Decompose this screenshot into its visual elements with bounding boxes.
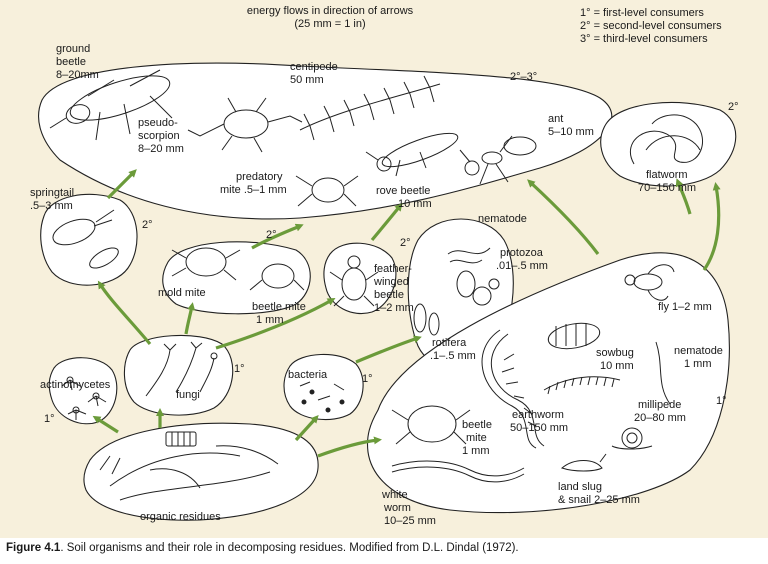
- arrow-decomposers-to-flatworm: [702, 182, 721, 271]
- level-mites: 2°: [266, 229, 277, 241]
- level-actinomycetes: 1°: [44, 413, 55, 425]
- white-worm-sketch: [391, 460, 525, 483]
- caption-text: . Soil organisms and their role in decom…: [60, 542, 519, 554]
- protozoa-sketch: [456, 270, 500, 306]
- actinomycetes-sketch: [61, 376, 107, 420]
- level-flatworm: 2°: [728, 101, 739, 113]
- springtail-sketch: [52, 209, 119, 269]
- arrow-feather-beetle-to-top: [370, 202, 403, 242]
- pseudoscorpion-sketch: [187, 97, 303, 153]
- arrow-residue-to-bacteria: [294, 415, 319, 442]
- slug-snail-sketch: [560, 427, 653, 472]
- level-top-blob: 2°–3°: [510, 71, 537, 83]
- legend-first-level: 1° = first-level consumers: [580, 7, 704, 19]
- predatory-mite-sketch: [295, 175, 359, 207]
- label-predatory-mite: predatory mite .5–1 mm: [220, 171, 287, 196]
- arrow-fungi-to-springtail: [97, 280, 152, 346]
- label-beetle-mite-small: beetle mite 1 mm: [252, 301, 309, 326]
- fungi-sketch: [145, 341, 218, 397]
- label-fly: fly 1–2 mm: [658, 301, 712, 313]
- diagram-title-line1: energy flows in direction of arrows: [247, 5, 414, 17]
- label-rove-beetle: rove beetle 10 mm: [376, 185, 434, 210]
- beetle-mite-large-sketch: [391, 405, 471, 445]
- label-ant: ant 5–10 mm: [548, 113, 594, 138]
- flatworm-blob: [600, 101, 737, 187]
- flatworm-sketch: [629, 114, 704, 165]
- level-fungi: 1°: [234, 363, 245, 375]
- fly-sketch: [624, 264, 675, 301]
- label-earthworm: earthworm 50–150 mm: [510, 409, 568, 434]
- label-sowbug: sowbug 10 mm: [596, 347, 637, 372]
- rotifera-sketch: [413, 303, 440, 336]
- diagram-title-line2: (25 mm = 1 in): [294, 18, 365, 30]
- nematode-right-sketch: [655, 341, 671, 405]
- sowbug-sketch: [547, 322, 601, 350]
- label-flatworm: flatworm 70–150 mm: [638, 169, 696, 194]
- millipede-sketch: [543, 376, 621, 395]
- residue-blob: [83, 422, 319, 521]
- arrow-residue-to-decomposers: [317, 436, 382, 458]
- label-protozoa: protozoa .01–.5 mm: [496, 247, 548, 272]
- arrow-fungi-to-feather-beetle: [215, 298, 336, 350]
- label-feather-winged-beetle: feather- winged beetle 1–2 mm: [373, 263, 415, 314]
- label-centipede: centipede 50 mm: [290, 61, 341, 86]
- label-land-slug-snail: land slug & snail 2–25 mm: [558, 481, 640, 506]
- arrow-decomposers-to-top: [527, 179, 600, 255]
- label-ground-beetle: ground beetle 8–20mm: [56, 43, 99, 81]
- legend-second-level: 2° = second-level consumers: [580, 20, 722, 32]
- ant-sketch: [459, 135, 537, 185]
- feather-winged-beetle-sketch: [329, 255, 379, 307]
- label-rotifera: rotifera .1–.5 mm: [430, 337, 476, 362]
- top-predator-blob: [38, 62, 613, 220]
- centipede-sketch: [299, 75, 441, 141]
- level-springtail: 2°: [142, 219, 153, 231]
- arrow-springtail-to-top: [106, 169, 137, 200]
- label-organic-residues: organic residues: [140, 511, 221, 523]
- label-beetle-mite-large: beetle mite 1 mm: [462, 419, 495, 457]
- label-white-worm: white worm 10–25 mm: [381, 489, 436, 527]
- level-feather-beetle: 2°: [400, 237, 411, 249]
- level-decomposers: 1°: [716, 395, 727, 407]
- organic-residue-sketch: [99, 431, 279, 501]
- springtail-blob: [40, 193, 138, 286]
- mold-mite-sketch: [171, 247, 241, 281]
- beetle-mite-small-sketch: [249, 263, 305, 291]
- arrow-residue-to-actinomycetes: [92, 415, 119, 434]
- figure-number: Figure 4.1: [6, 542, 61, 554]
- arrow-millipede-to-flatworm: [675, 178, 692, 215]
- arrow-fungi-to-mites: [184, 302, 196, 335]
- decomposer-blob: [366, 252, 730, 514]
- arrow-bacteria-to-microfauna: [355, 335, 422, 364]
- ground-beetle-sketch: [49, 69, 173, 141]
- rove-beetle-sketch: [365, 132, 459, 177]
- soil-food-web-diagram: energy flows in direction of arrows (25 …: [30, 5, 739, 527]
- label-nematode-right: nematode 1 mm: [674, 345, 726, 370]
- label-springtail: springtail .5–3 mm: [30, 187, 77, 212]
- legend-third-level: 3° = third-level consumers: [580, 33, 708, 45]
- label-fungi: fungi: [176, 389, 200, 401]
- figure-caption: Figure 4.1. Soil organisms and their rol…: [6, 542, 519, 554]
- mites-blob: [162, 241, 311, 315]
- label-actinomycetes: actinomycetes: [40, 379, 111, 391]
- label-pseudoscorpion: pseudo- scorpion 8–20 mm: [138, 117, 184, 155]
- fungi-blob: [123, 334, 234, 416]
- nematode-top-sketch: [447, 247, 491, 264]
- feather-beetle-blob: [323, 242, 397, 315]
- level-bacteria: 1°: [362, 373, 373, 385]
- bacteria-blob: [283, 353, 364, 421]
- label-nematode-top: nematode: [478, 213, 527, 225]
- label-mold-mite: mold mite: [158, 287, 206, 299]
- bacteria-sketch: [299, 381, 345, 413]
- arrow-mites-to-top: [251, 223, 304, 250]
- label-millipede: millipede 20–80 mm: [634, 399, 686, 424]
- label-bacteria: bacteria: [288, 369, 328, 381]
- earthworm-sketch: [481, 329, 545, 449]
